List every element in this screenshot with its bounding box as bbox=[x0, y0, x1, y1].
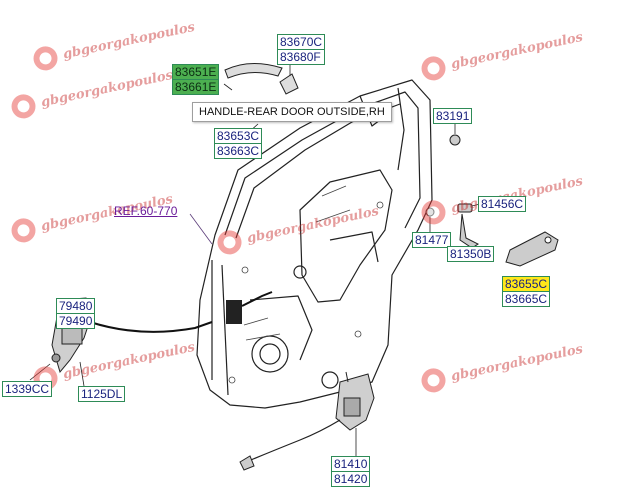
label-83670-83680[interactable]: 83670C 83680F bbox=[277, 34, 326, 65]
watermark-logo-icon bbox=[11, 94, 36, 119]
watermark: gbgeorgakopoulos bbox=[7, 61, 176, 123]
part-number-1339CC[interactable]: 1339CC bbox=[2, 381, 53, 397]
reference-link[interactable]: REF.60-770 bbox=[114, 204, 178, 218]
part-number-81350B[interactable]: 81350B bbox=[447, 246, 495, 262]
part-number-1125DL[interactable]: 1125DL bbox=[78, 386, 126, 402]
checker-rod bbox=[89, 321, 213, 333]
watermark: gbgeorgakopoulos bbox=[417, 335, 586, 397]
part-number-83191[interactable]: 83191 bbox=[433, 108, 473, 124]
leader-line bbox=[223, 83, 233, 91]
part-number-81410[interactable]: 81410 bbox=[331, 456, 371, 472]
part-number-83680F[interactable]: 83680F bbox=[277, 49, 326, 65]
part-number-81456C[interactable]: 81456C bbox=[478, 196, 527, 212]
bolt-81477-part[interactable] bbox=[425, 207, 435, 232]
watermark-logo-icon bbox=[33, 46, 58, 71]
label-83651-83661[interactable]: 83651E 83661E bbox=[172, 64, 220, 95]
rod-end-part bbox=[239, 455, 255, 471]
part-number-79490[interactable]: 79490 bbox=[56, 313, 96, 329]
watermark-logo-icon bbox=[421, 368, 446, 393]
part-number-83663C[interactable]: 83663C bbox=[214, 143, 263, 159]
part-number-79480[interactable]: 79480 bbox=[56, 298, 96, 314]
part-number-81477[interactable]: 81477 bbox=[412, 232, 452, 248]
watermark-logo-icon bbox=[11, 218, 36, 243]
watermark: gbgeorgakopoulos bbox=[7, 185, 176, 247]
latch-part[interactable] bbox=[335, 371, 375, 431]
leader-line bbox=[29, 363, 51, 381]
label-81410-81420[interactable]: 81410 81420 bbox=[331, 456, 371, 487]
part-number-83670C[interactable]: 83670C bbox=[277, 34, 326, 50]
watermark: gbgeorgakopoulos bbox=[417, 23, 586, 85]
latch-cable bbox=[245, 419, 341, 463]
part-number-83651E[interactable]: 83651E bbox=[172, 64, 220, 80]
part-number-83661E[interactable]: 83661E bbox=[172, 79, 220, 95]
handle-cable-part[interactable] bbox=[226, 291, 273, 324]
actuator-81456-part[interactable] bbox=[457, 203, 481, 249]
watermark: gbgeorgakopoulos bbox=[29, 13, 198, 75]
watermark: gbgeorgakopoulos bbox=[417, 167, 586, 229]
inner-handle-part[interactable] bbox=[505, 231, 559, 267]
watermark-logo-icon bbox=[421, 56, 446, 81]
outside-handle-part[interactable] bbox=[224, 63, 299, 95]
part-number-83653C[interactable]: 83653C bbox=[214, 128, 263, 144]
label-79480-79490[interactable]: 79480 79490 bbox=[56, 298, 96, 329]
label-83655-83665[interactable]: 83655C 83665C bbox=[502, 276, 551, 307]
watermark: gbgeorgakopoulos bbox=[213, 197, 382, 259]
watermark-logo-icon bbox=[421, 200, 446, 225]
label-83653-83663[interactable]: 83653C 83663C bbox=[214, 128, 263, 159]
part-number-83665C[interactable]: 83665C bbox=[502, 291, 551, 307]
bolt-83191-part[interactable] bbox=[449, 124, 461, 146]
part-number-83655C[interactable]: 83655C bbox=[502, 276, 551, 292]
watermark-logo-icon bbox=[217, 230, 242, 255]
part-tooltip: HANDLE-REAR DOOR OUTSIDE,RH bbox=[192, 102, 392, 122]
reference-leader bbox=[189, 213, 213, 245]
part-number-81420[interactable]: 81420 bbox=[331, 471, 371, 487]
leader-line bbox=[79, 361, 85, 387]
door-details bbox=[228, 185, 384, 384]
